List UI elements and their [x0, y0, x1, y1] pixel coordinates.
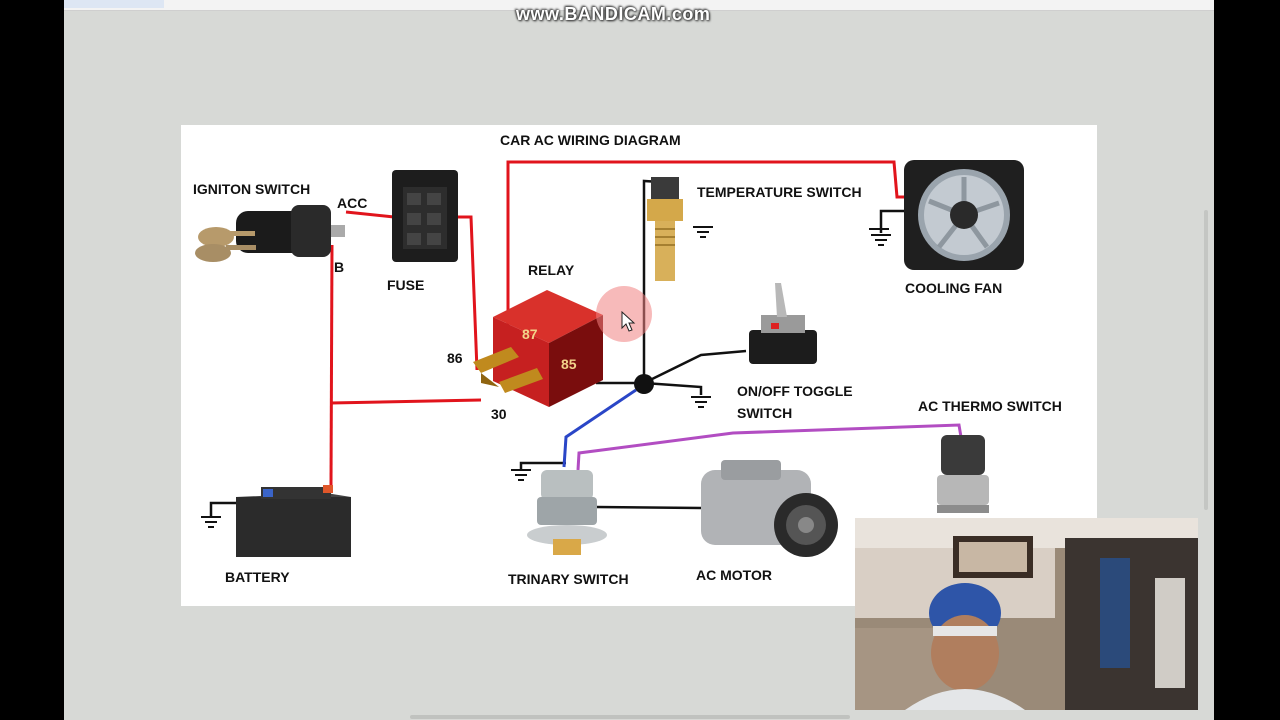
b-terminal-label: B: [334, 259, 345, 275]
browser-top-bar: [64, 0, 1214, 11]
junction-node: [634, 374, 654, 394]
fuse-box-icon: [392, 170, 458, 262]
acc-label: ACC: [337, 195, 368, 211]
ground-symbols: [201, 226, 891, 528]
cooling-fan-icon: [904, 160, 1024, 270]
cooling-fan-label: COOLING FAN: [905, 280, 1003, 296]
tab-strip: [64, 0, 164, 8]
mouse-cursor-icon: [621, 311, 636, 332]
relay-pin-85: 85: [561, 356, 577, 372]
relay-pin-30: 30: [491, 406, 507, 422]
blue-wire: [562, 388, 637, 468]
ac-thermo-switch-icon: [937, 435, 989, 513]
diagram-title: CAR AC WIRING DIAGRAM: [500, 132, 681, 148]
trinary-switch-icon: [527, 470, 607, 555]
horizontal-scrollbar[interactable]: [410, 715, 850, 719]
ac-motor-label: AC MOTOR: [696, 567, 772, 583]
ac-compressor-icon: [701, 460, 838, 557]
toggle-switch-icon: [749, 283, 817, 364]
diagram-canvas: [195, 160, 1024, 557]
recorder-watermark: www.BANDICAM.com: [516, 4, 711, 24]
power-wires: [329, 160, 911, 486]
temperature-switch-label: TEMPERATURE SWITCH: [697, 184, 862, 200]
relay-pin-87: 87: [522, 326, 538, 342]
trinary-switch-label: TRINARY SWITCH: [508, 571, 629, 587]
vertical-scrollbar[interactable]: [1204, 210, 1208, 510]
toggle-switch-label-line2: SWITCH: [737, 405, 793, 421]
webcam-overlay: [855, 518, 1198, 710]
webcam-feed: [855, 518, 1198, 710]
battery-icon: [236, 485, 351, 557]
relay-icon: [473, 290, 603, 407]
toggle-switch-label-line1: ON/OFF TOGGLE: [737, 383, 853, 399]
ignition-switch-icon: [195, 205, 345, 262]
fuse-label: FUSE: [387, 277, 425, 293]
battery-label: BATTERY: [225, 569, 290, 585]
relay-label: RELAY: [528, 262, 575, 278]
relay-pin-86: 86: [447, 350, 463, 366]
ignition-switch-label: IGNITON SWITCH: [193, 181, 311, 197]
ac-thermo-switch-label: AC THERMO SWITCH: [918, 398, 1062, 414]
temperature-switch-icon: [647, 177, 683, 281]
wiring-diagram: CAR AC WIRING DIAGRAM IGNITON SWITCH ACC…: [181, 125, 1097, 606]
thermo-wire: [576, 423, 963, 471]
